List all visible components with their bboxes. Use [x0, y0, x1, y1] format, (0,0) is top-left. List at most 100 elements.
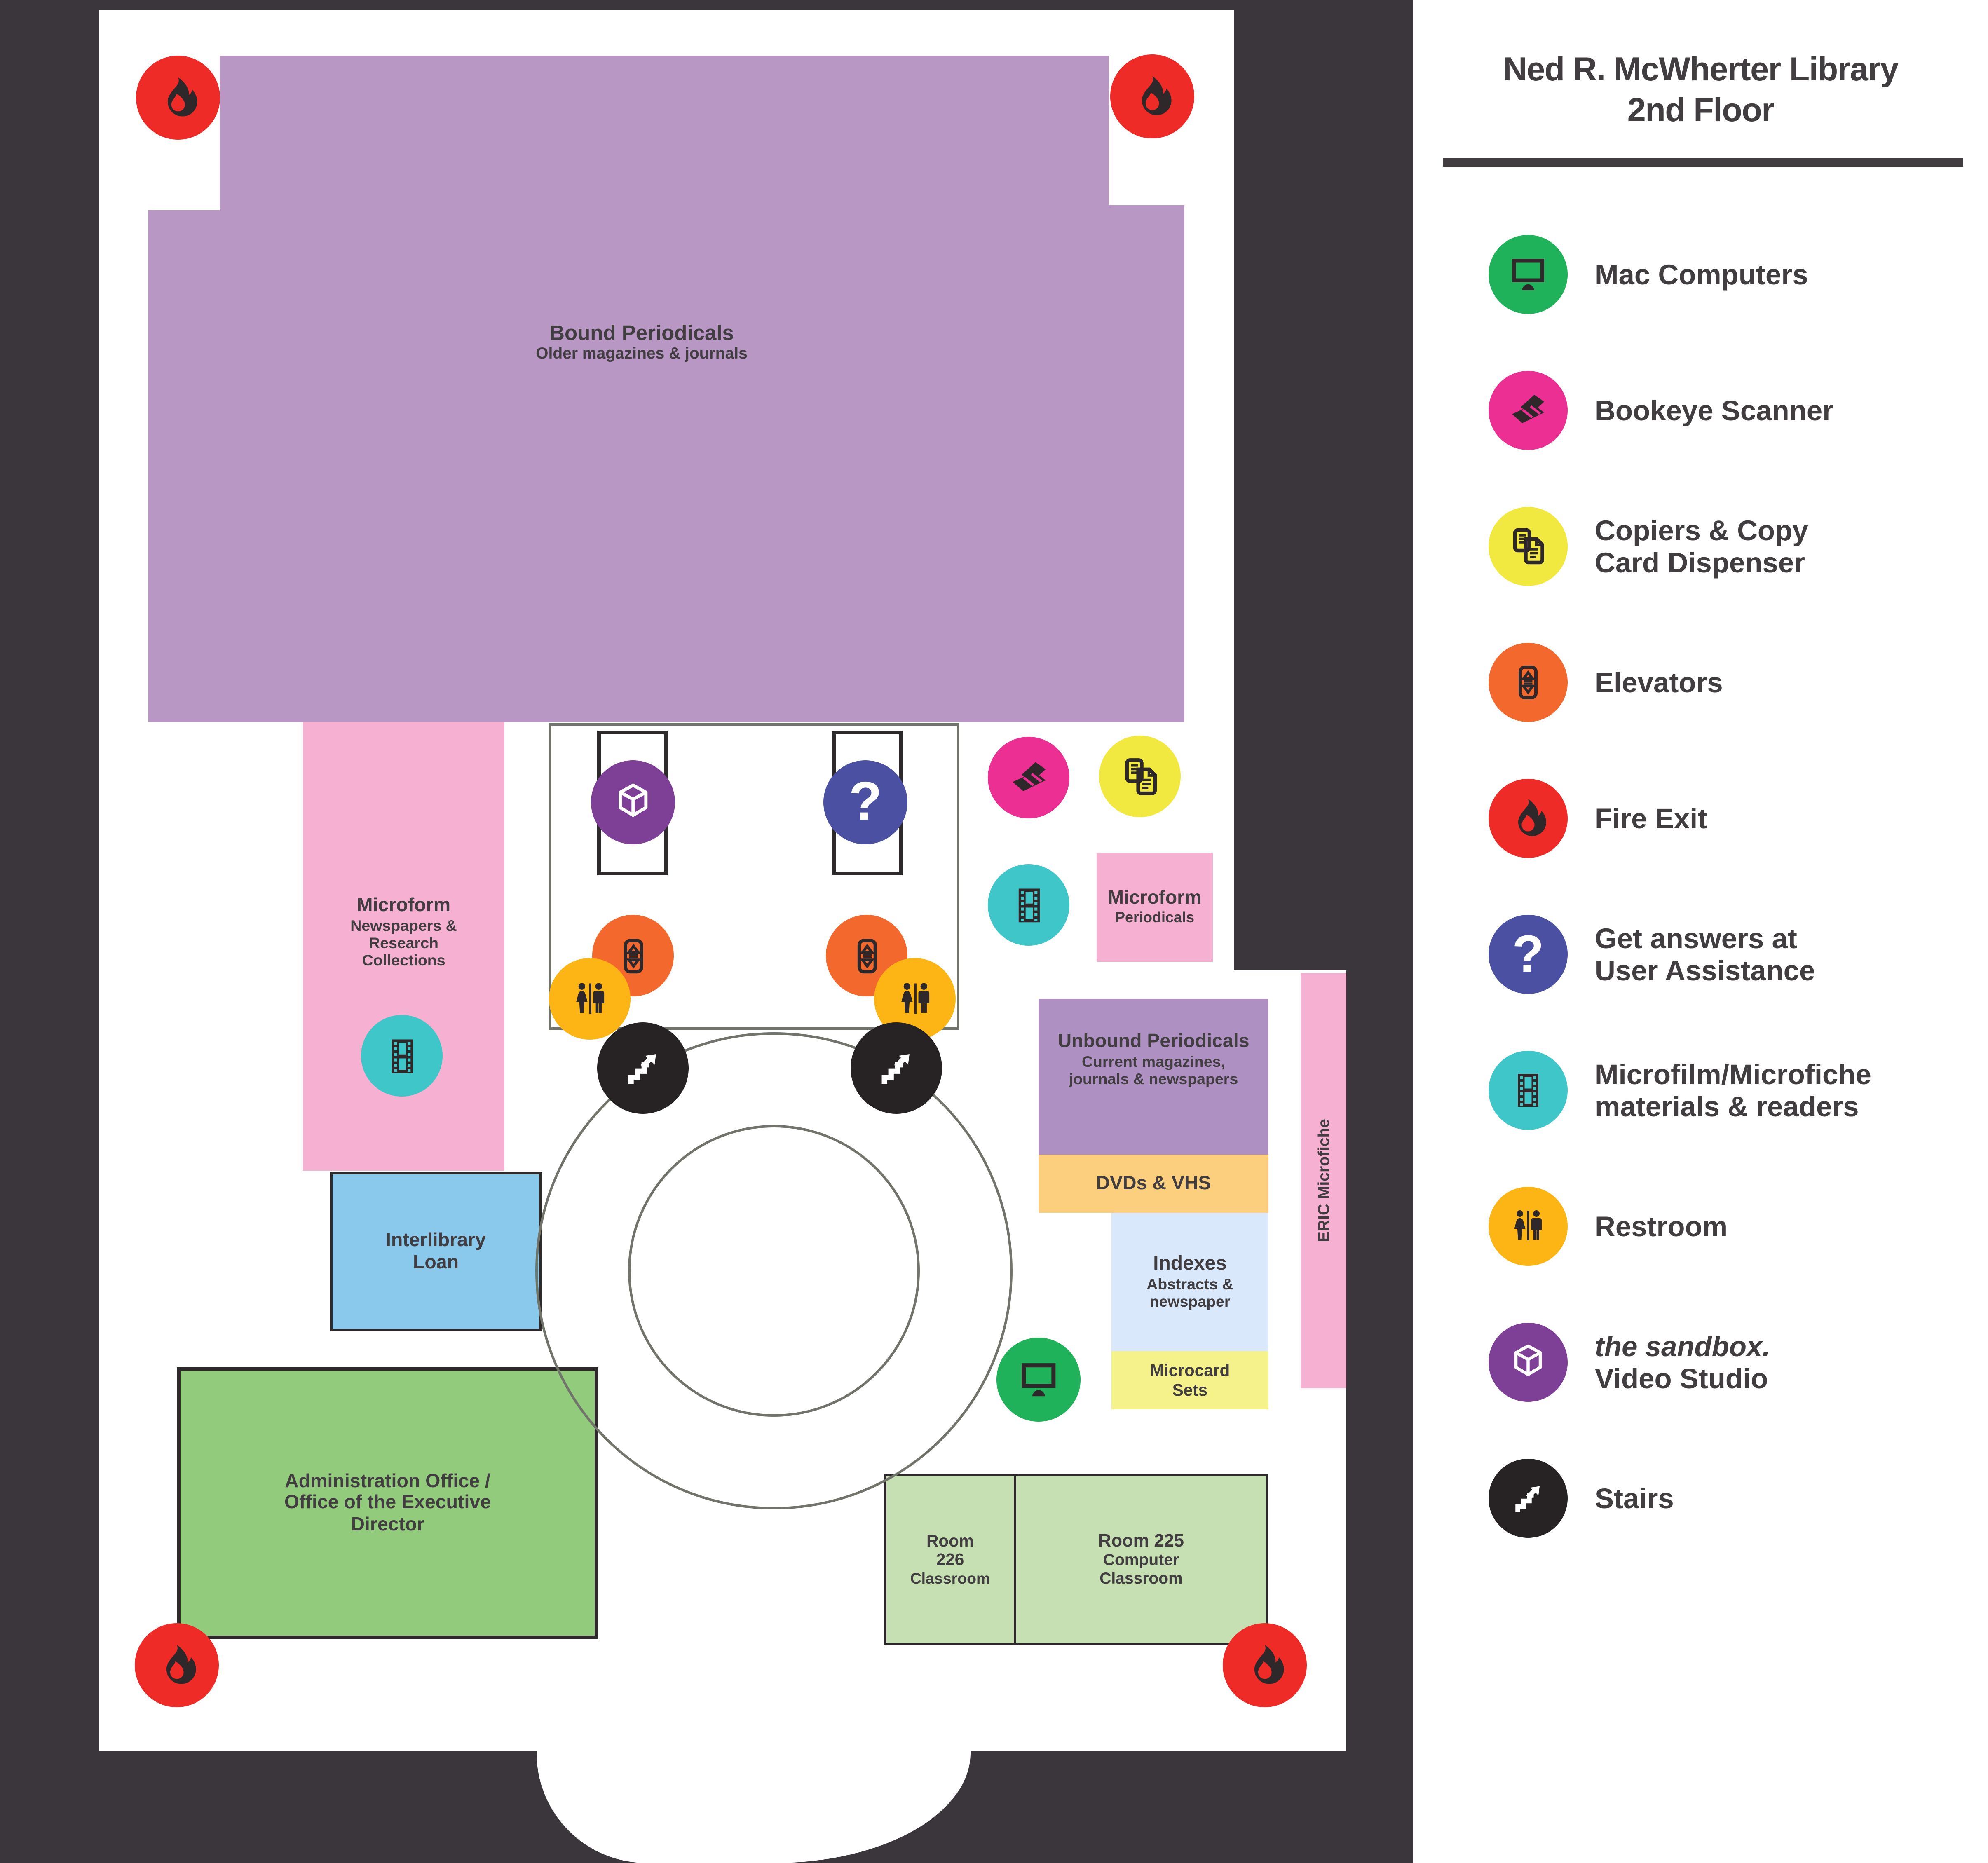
question-icon: ? — [849, 771, 882, 832]
region-label: Classroom — [1099, 1568, 1183, 1587]
legend-label: User Assistance — [1595, 954, 1815, 987]
region-label: Microform — [1108, 888, 1202, 909]
region-dvds-vhs: DVDs & VHS — [1039, 1155, 1268, 1213]
region-label: Sets — [1172, 1380, 1208, 1399]
region-administration-office: Administration Office / Office of the Ex… — [177, 1367, 598, 1639]
stairs-marker-right — [851, 1022, 942, 1114]
legend-label: Elevators — [1595, 666, 1723, 698]
region-microcard-sets: Microcard Sets — [1111, 1351, 1268, 1409]
stairs-icon — [1489, 1459, 1568, 1538]
legend-title: Ned R. McWherter Library 2nd Floor — [1413, 49, 1988, 131]
region-label: Unbound Periodicals — [1057, 1031, 1250, 1052]
legend-item-restroom: Restroom — [1489, 1186, 1971, 1267]
region-label: Classroom — [910, 1570, 990, 1587]
region-room-225: Room 225 Computer Classroom — [1016, 1476, 1266, 1643]
rotunda-inner-circle — [628, 1125, 920, 1417]
region-indexes: Indexes Abstracts & newspaper — [1111, 1213, 1268, 1351]
film-icon — [1003, 880, 1054, 930]
flame-icon — [152, 72, 204, 124]
sandbox-video-studio-marker — [591, 760, 675, 844]
fire-exit-marker-bottom-right — [1223, 1623, 1307, 1707]
legend-label: Card Dispenser — [1595, 546, 1805, 579]
mac-icon — [1013, 1354, 1064, 1406]
region-sublabel: Research — [369, 934, 438, 951]
stairs-marker-left — [597, 1022, 689, 1114]
restroom-marker-left — [549, 958, 631, 1040]
region-eric-microfiche: ERIC Microfiche — [1301, 973, 1346, 1388]
region-label: ERIC Microfiche — [1314, 1119, 1333, 1242]
legend-divider — [1443, 158, 1963, 167]
region-label: Room — [926, 1532, 974, 1551]
region-microform-periodicals: Microform Periodicals — [1097, 853, 1213, 962]
fire-exit-marker-top-right — [1110, 54, 1194, 138]
stairs-icon — [614, 1040, 671, 1097]
rotunda-outer-circle — [535, 1032, 1013, 1509]
legend-label: Mac Computers — [1595, 258, 1808, 291]
legend-title-line2: 2nd Floor — [1627, 91, 1775, 129]
user-assistance-marker: ? — [823, 760, 907, 844]
region-label: 226 — [936, 1551, 964, 1570]
legend-item-stairs: Stairs — [1489, 1458, 1971, 1539]
region-sublabel: Periodicals — [1115, 908, 1195, 926]
restroom-icon — [565, 974, 615, 1024]
bookeye-scanner-marker — [988, 737, 1069, 818]
film-icon — [377, 1031, 427, 1081]
film-icon — [1489, 1051, 1568, 1130]
region-label: Director — [351, 1514, 424, 1535]
copier-marker — [1099, 736, 1181, 817]
region-label: Computer — [1103, 1550, 1179, 1569]
legend-label: materials & readers — [1595, 1090, 1859, 1122]
region-label: Indexes — [1153, 1253, 1227, 1275]
flame-icon — [1489, 779, 1568, 858]
legend-label: Copiers & Copy — [1595, 514, 1808, 546]
question-icon: ? — [1489, 915, 1568, 994]
legend-label: the sandbox. — [1595, 1330, 1770, 1362]
region-label: Microcard — [1150, 1361, 1230, 1380]
region-bound-periodicals: Bound Periodicals Older magazines & jour… — [148, 56, 1184, 722]
legend-label: Microfilm/Microfiche — [1595, 1058, 1871, 1090]
region-classrooms: Room 226 Classroom Room 225 Computer Cla… — [884, 1474, 1268, 1645]
stairs-icon — [868, 1040, 925, 1097]
restroom-icon — [1489, 1187, 1568, 1266]
flame-icon — [1239, 1639, 1291, 1691]
legend-label: Fire Exit — [1595, 802, 1707, 834]
microfilm-marker-right — [988, 864, 1069, 946]
region-label: DVDs & VHS — [1096, 1173, 1211, 1194]
region-sublabel: Newspapers & — [350, 916, 457, 934]
region-label: Bound Periodicals — [549, 321, 734, 345]
legend-item-cube: the sandbox.Video Studio — [1489, 1322, 1971, 1403]
region-label: Microform — [356, 895, 451, 916]
microfilm-marker-left — [361, 1015, 443, 1097]
question-icon: ? — [1512, 925, 1544, 983]
legend-item-scanner: Bookeye Scanner — [1489, 370, 1971, 451]
copier-icon — [1489, 507, 1568, 586]
region-label: Office of the Executive — [284, 1492, 491, 1514]
region-sublabel: Abstracts & — [1146, 1275, 1233, 1293]
fire-exit-marker-top-left — [136, 56, 220, 140]
region-label: Administration Office / — [285, 1471, 490, 1492]
region-sublabel: journals & newspapers — [1069, 1070, 1238, 1087]
flame-icon — [151, 1639, 203, 1691]
region-label: Interlibrary — [386, 1230, 486, 1251]
legend-item-mac: Mac Computers — [1489, 234, 1971, 315]
legend-label: Get answers at — [1595, 922, 1797, 954]
legend-item-elevator: Elevators — [1489, 642, 1971, 723]
cube-icon — [1489, 1323, 1568, 1402]
floor-plan-entrance-tab — [537, 1751, 971, 1863]
legend-label: Bookeye Scanner — [1595, 394, 1834, 426]
fire-exit-marker-bottom-left — [135, 1623, 219, 1707]
scanner-icon — [1003, 752, 1054, 803]
legend-label: Video Studio — [1595, 1362, 1768, 1394]
region-room-226: Room 226 Classroom — [886, 1476, 1016, 1643]
copier-icon — [1115, 751, 1165, 802]
region-microform-newspapers: Microform Newspapers & Research Collecti… — [303, 722, 504, 1171]
region-sublabel: Current magazines, — [1081, 1052, 1225, 1070]
legend-label: Stairs — [1595, 1482, 1674, 1514]
scanner-icon — [1489, 371, 1568, 450]
elevator-icon — [1489, 643, 1568, 722]
